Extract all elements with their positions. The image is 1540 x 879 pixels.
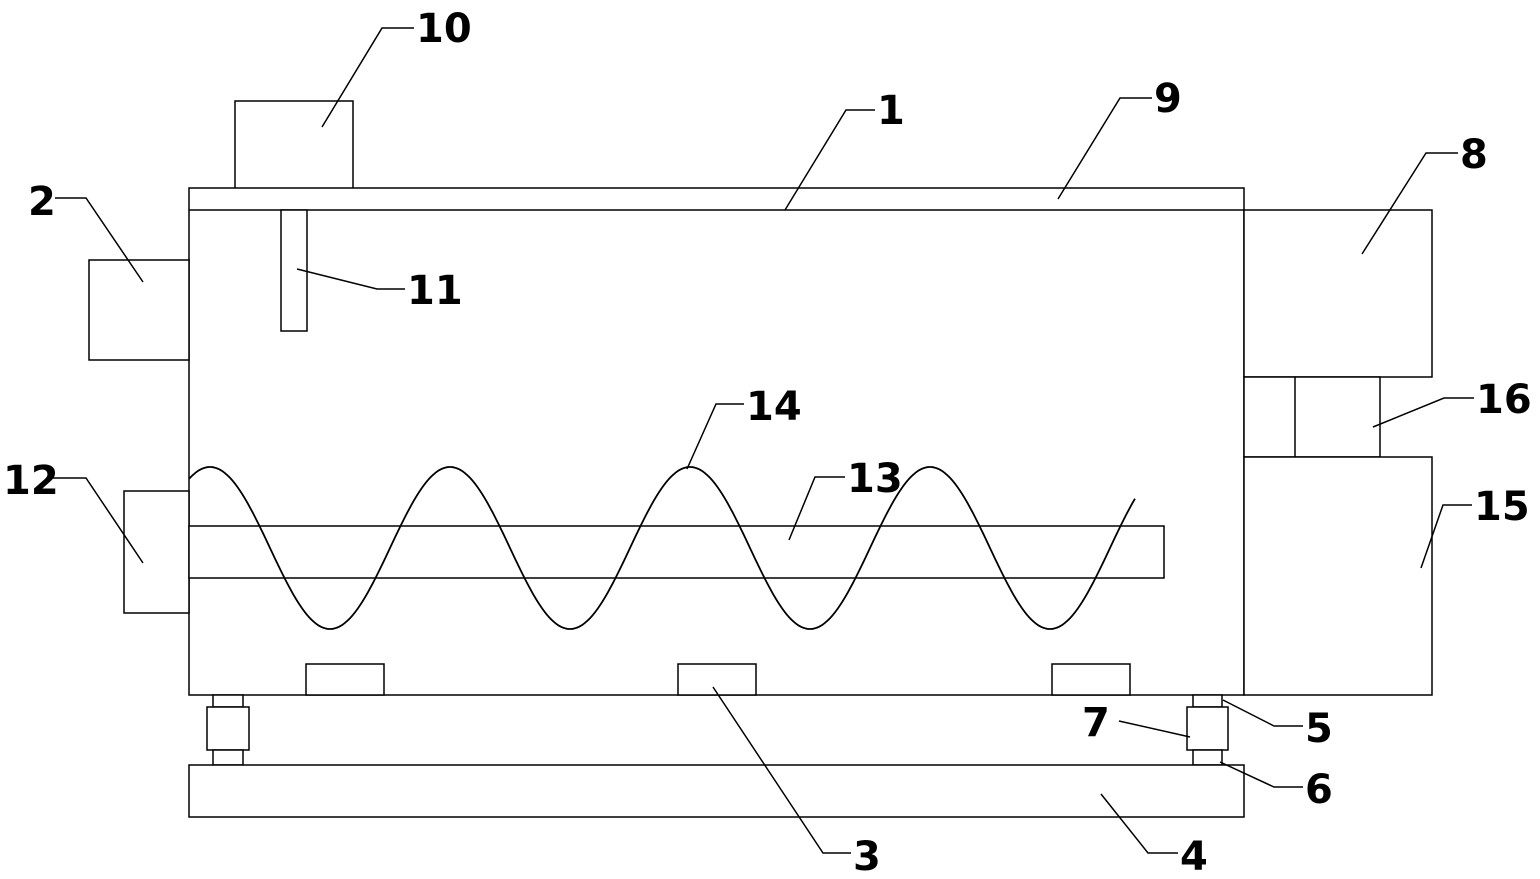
callout-13: 13	[847, 456, 903, 502]
leader-15	[1420, 504, 1472, 569]
part-3-block-center	[677, 663, 757, 696]
callout-10: 10	[416, 6, 472, 52]
part-10-top-box	[234, 100, 354, 190]
leader-8	[1361, 152, 1458, 255]
part-6-leg-bottom-left	[212, 749, 244, 766]
part-15-right-lower-box	[1243, 456, 1433, 696]
callout-2: 2	[28, 179, 56, 225]
callout-1: 1	[877, 88, 905, 134]
leader-3	[712, 686, 851, 854]
leader-4	[1100, 793, 1178, 854]
part-1-housing	[188, 187, 1245, 696]
callout-12: 12	[3, 458, 59, 504]
part-8-right-box	[1243, 209, 1433, 378]
part-4-base	[188, 764, 1245, 818]
leader-16	[1372, 397, 1474, 428]
leader-7	[1118, 720, 1191, 738]
part-3-block-right	[1051, 663, 1131, 696]
leader-9	[1057, 97, 1152, 200]
part-14-screw-blade	[188, 466, 1136, 630]
part-5-leg-top-right	[1192, 694, 1223, 708]
leader-5	[1222, 699, 1303, 727]
leader-13	[788, 476, 845, 541]
callout-7: 7	[1082, 700, 1110, 746]
callout-8: 8	[1460, 132, 1488, 178]
callout-6: 6	[1305, 767, 1333, 813]
leader-12	[53, 477, 144, 564]
leader-6	[1219, 761, 1303, 788]
leader-11	[296, 268, 405, 290]
callout-16: 16	[1476, 377, 1532, 423]
leader-2	[55, 197, 144, 283]
callout-15: 15	[1474, 484, 1530, 530]
callout-14: 14	[746, 384, 802, 430]
leader-1	[784, 109, 875, 211]
callout-11: 11	[407, 268, 463, 314]
part-12-motor-box	[123, 490, 190, 614]
leader-10	[321, 27, 414, 128]
part-5-leg-top-left	[212, 694, 244, 708]
part-6-leg-bottom-right	[1192, 749, 1223, 766]
callout-3: 3	[853, 834, 881, 879]
part-7-spring-right	[1186, 706, 1229, 751]
part-16-connector	[1243, 376, 1381, 458]
callout-4: 4	[1180, 834, 1208, 879]
part-7-spring-left	[206, 706, 250, 751]
callout-9: 9	[1154, 76, 1182, 122]
leader-14	[686, 403, 744, 470]
callout-5: 5	[1305, 706, 1333, 752]
part-3-block-left	[305, 663, 385, 696]
part-13-shaft	[188, 525, 1165, 579]
